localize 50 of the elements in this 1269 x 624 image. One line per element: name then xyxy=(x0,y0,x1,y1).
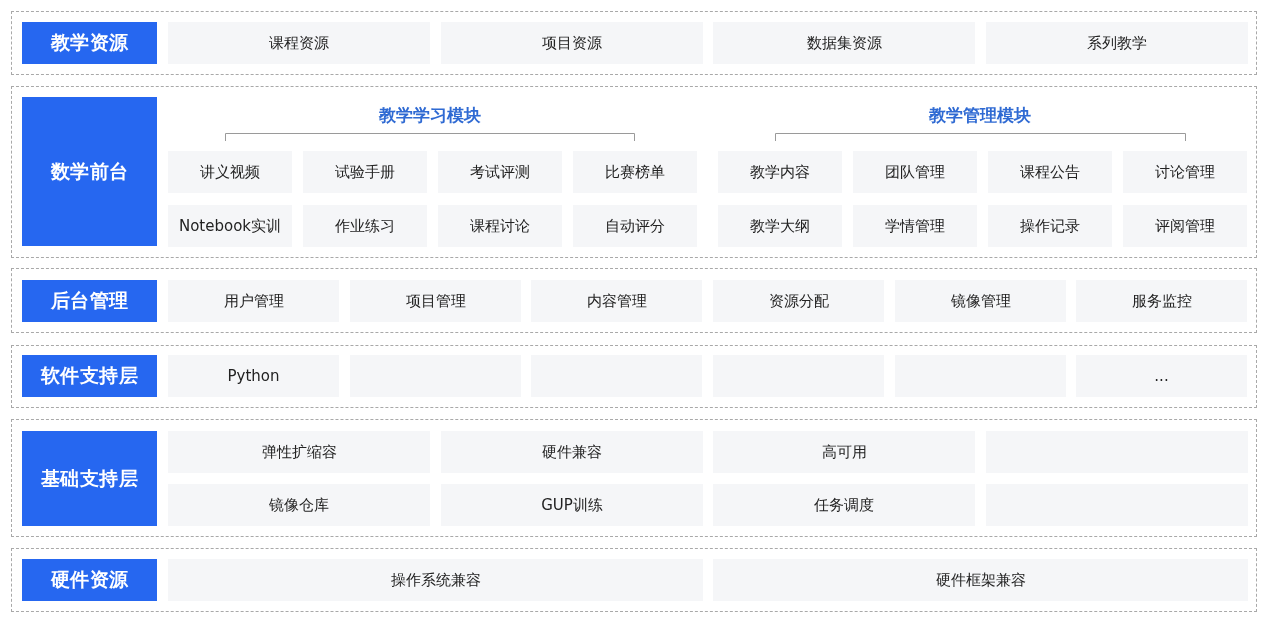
feature-tile: 教学大纲 xyxy=(718,205,842,247)
module-heading: 教学学习模块 xyxy=(379,104,481,127)
feature-tile: 高可用 xyxy=(713,431,975,473)
feature-tile: 课程公告 xyxy=(988,151,1112,193)
feature-tile: 考试评测 xyxy=(438,151,562,193)
layer-band xyxy=(11,419,1257,537)
feature-tile: Python xyxy=(168,355,339,397)
feature-tile: 课程讨论 xyxy=(438,205,562,247)
feature-tile: 评阅管理 xyxy=(1123,205,1247,247)
feature-tile: 项目管理 xyxy=(350,280,521,322)
layer-title: 教学资源 xyxy=(22,22,157,64)
feature-tile: 作业练习 xyxy=(303,205,427,247)
layer-title: 硬件资源 xyxy=(22,559,157,601)
feature-tile: 学情管理 xyxy=(853,205,977,247)
feature-tile: 比赛榜单 xyxy=(573,151,697,193)
feature-tile: 资源分配 xyxy=(713,280,884,322)
feature-tile: 团队管理 xyxy=(853,151,977,193)
feature-tile: 用户管理 xyxy=(168,280,339,322)
feature-tile: 内容管理 xyxy=(531,280,702,322)
feature-tile: 数据集资源 xyxy=(713,22,975,64)
layer-title: 基础支持层 xyxy=(22,431,157,526)
feature-tile: 硬件兼容 xyxy=(441,431,703,473)
feature-tile: ... xyxy=(1076,355,1247,397)
feature-tile: 课程资源 xyxy=(168,22,430,64)
feature-tile: 镜像仓库 xyxy=(168,484,430,526)
feature-tile: 硬件框架兼容 xyxy=(713,559,1248,601)
layer-band xyxy=(11,268,1257,333)
feature-tile: 操作系统兼容 xyxy=(168,559,703,601)
layer-band xyxy=(11,11,1257,75)
feature-tile: 弹性扩缩容 xyxy=(168,431,430,473)
module-heading: 教学管理模块 xyxy=(929,104,1031,127)
feature-tile: 教学内容 xyxy=(718,151,842,193)
feature-tile: 讨论管理 xyxy=(1123,151,1247,193)
layer-band xyxy=(11,345,1257,408)
layer-band xyxy=(11,86,1257,258)
feature-tile: 系列教学 xyxy=(986,22,1248,64)
layer-title: 后台管理 xyxy=(22,280,157,322)
feature-tile: 服务监控 xyxy=(1076,280,1247,322)
feature-tile: 试验手册 xyxy=(303,151,427,193)
feature-tile: 操作记录 xyxy=(988,205,1112,247)
feature-tile: 项目资源 xyxy=(441,22,703,64)
feature-tile: 讲义视频 xyxy=(168,151,292,193)
feature-tile: 镜像管理 xyxy=(895,280,1066,322)
feature-tile: Notebook实训 xyxy=(168,205,292,247)
layer-band xyxy=(11,548,1257,612)
feature-tile: GUP训练 xyxy=(441,484,703,526)
feature-tile: 自动评分 xyxy=(573,205,697,247)
feature-tile: 任务调度 xyxy=(713,484,975,526)
layer-title: 软件支持层 xyxy=(22,355,157,397)
layer-title: 数学前台 xyxy=(22,97,157,246)
